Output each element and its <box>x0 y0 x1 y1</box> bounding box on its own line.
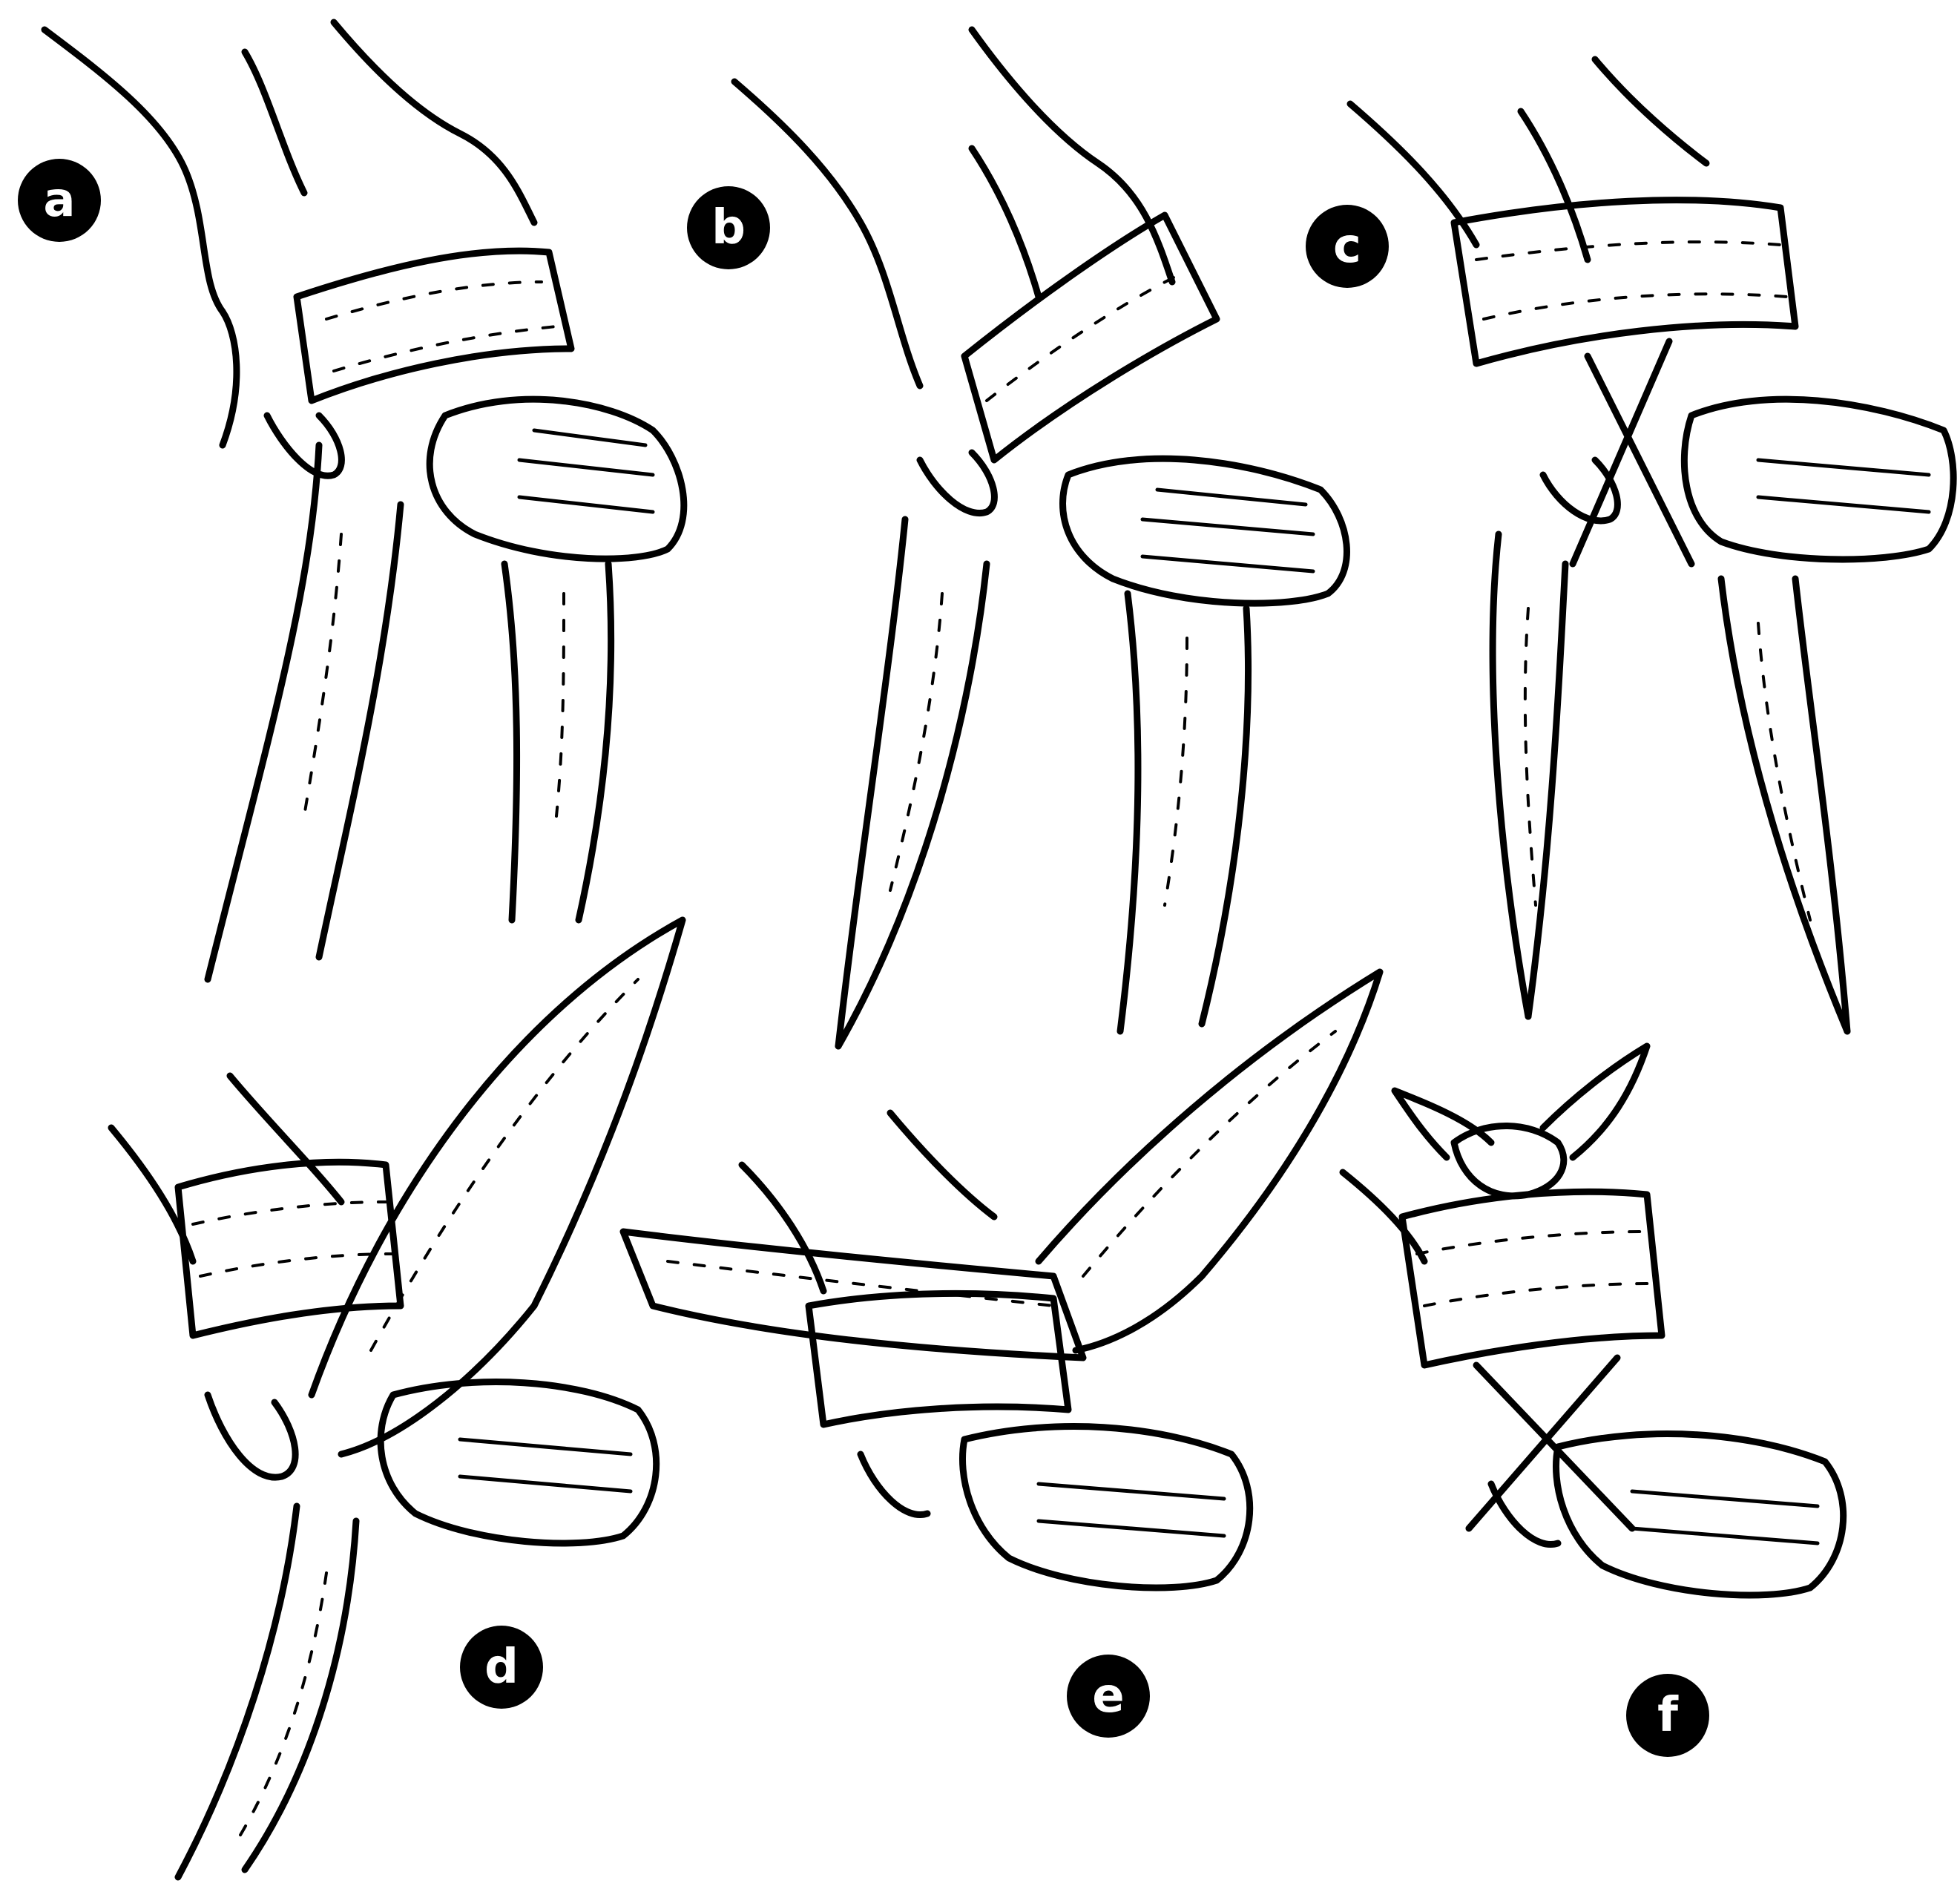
panel-a-label: a <box>43 173 75 228</box>
panel-e-label: e <box>1092 1669 1124 1724</box>
panel-e-illustration <box>623 972 1380 1588</box>
panel-f-badge: f <box>1626 1674 1709 1757</box>
panel-b-label: b <box>711 200 746 255</box>
panel-f-label: f <box>1657 1688 1679 1743</box>
panel-c-illustration <box>1350 59 1953 1031</box>
panel-d-illustration <box>111 920 683 1877</box>
panel-a-illustration <box>45 22 684 979</box>
panel-f-illustration <box>1343 1046 1844 1595</box>
panel-d-label: d <box>484 1640 519 1695</box>
panel-d-badge: d <box>460 1626 543 1709</box>
panel-b-illustration <box>734 30 1346 1046</box>
panel-c-label: c <box>1333 219 1361 274</box>
panel-c-badge: c <box>1306 205 1389 288</box>
panel-e-badge: e <box>1067 1655 1150 1738</box>
panel-b-badge: b <box>687 186 770 269</box>
panel-a-badge: a <box>18 159 101 242</box>
